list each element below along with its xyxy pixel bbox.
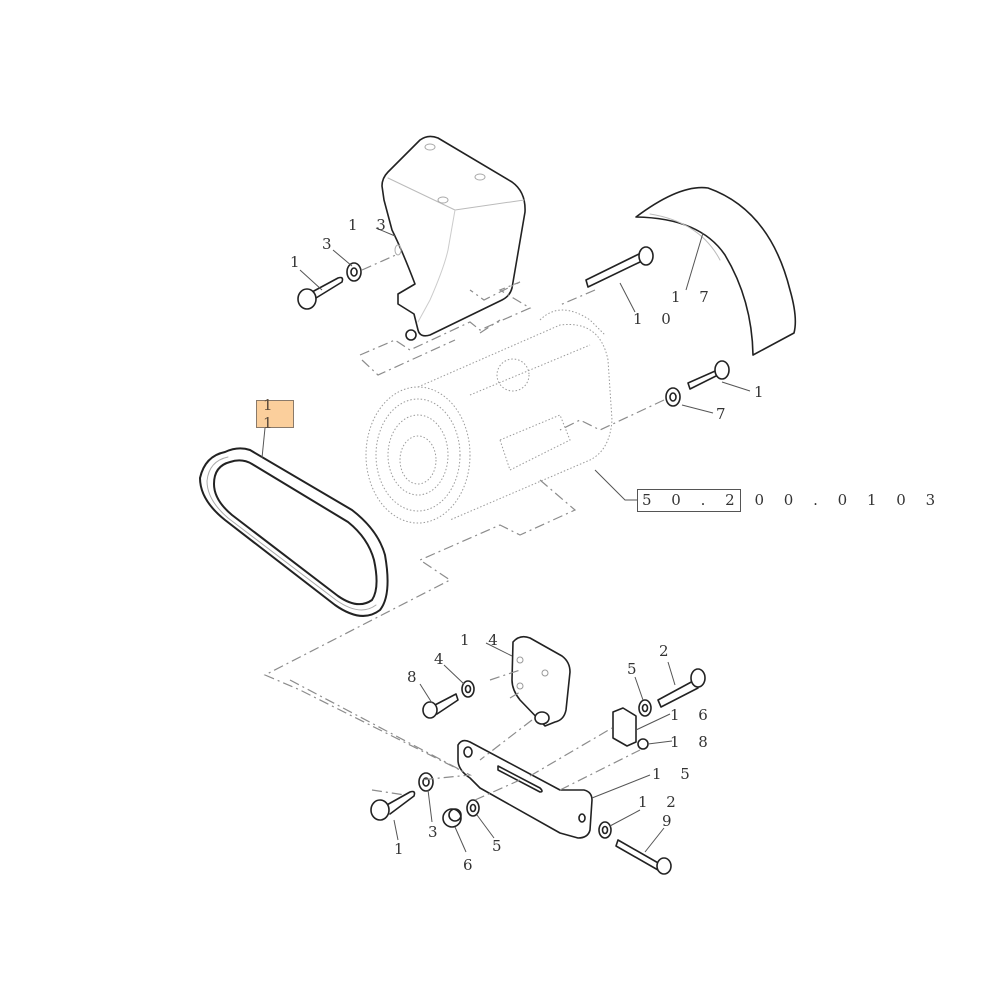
callout-5-top[interactable]: 5 bbox=[627, 660, 644, 678]
callout-16[interactable]: 1 6 bbox=[670, 706, 715, 724]
block-part-16[interactable] bbox=[612, 707, 637, 747]
bolt-part-9[interactable] bbox=[615, 839, 672, 875]
callout-12[interactable]: 1 2 bbox=[638, 793, 683, 811]
washer-part-3-bottom[interactable] bbox=[418, 772, 434, 792]
callout-1-bottom[interactable]: 1 bbox=[394, 840, 411, 858]
callout-13[interactable]: 1 3 bbox=[348, 216, 393, 234]
spacer-part-6[interactable] bbox=[442, 808, 462, 828]
bolt-part-1-right[interactable] bbox=[687, 360, 730, 390]
washer-part-5-bottom[interactable] bbox=[466, 799, 480, 817]
callout-2[interactable]: 2 bbox=[659, 642, 676, 660]
bolt-part-1-top[interactable] bbox=[297, 276, 344, 310]
washer-part-4[interactable] bbox=[461, 680, 475, 698]
compressor-reference[interactable] bbox=[365, 309, 613, 524]
bolt-part-2[interactable] bbox=[657, 668, 706, 708]
callout-3-bottom[interactable]: 3 bbox=[428, 823, 445, 841]
guard-part-17[interactable] bbox=[635, 186, 797, 356]
long-bolt-part-10[interactable] bbox=[585, 246, 654, 288]
bolt-part-8[interactable] bbox=[422, 693, 459, 719]
upper-bracket-part-13[interactable] bbox=[381, 135, 526, 341]
callout-1-top[interactable]: 1 bbox=[290, 253, 307, 271]
reference-link-box bbox=[637, 489, 741, 512]
callout-9[interactable]: 9 bbox=[662, 812, 679, 830]
callout-7[interactable]: 7 bbox=[716, 405, 733, 423]
washer-part-3-top[interactable] bbox=[346, 262, 362, 282]
callout-1-right[interactable]: 1 bbox=[754, 383, 771, 401]
callout-17[interactable]: 1 7 bbox=[671, 288, 716, 306]
washer-part-7[interactable] bbox=[665, 387, 681, 407]
nut-part-18[interactable] bbox=[637, 738, 649, 750]
lower-bracket-part-15[interactable] bbox=[457, 739, 593, 839]
callout-14[interactable]: 1 4 bbox=[460, 631, 505, 649]
callout-18[interactable]: 1 8 bbox=[670, 733, 715, 751]
drive-belt-part-11[interactable] bbox=[199, 447, 389, 617]
washer-part-12[interactable] bbox=[598, 821, 612, 839]
callout-5-bottom[interactable]: 5 bbox=[492, 837, 509, 855]
callout-8[interactable]: 8 bbox=[407, 668, 424, 686]
callout-11-highlighted[interactable]: 1 1 bbox=[256, 396, 294, 432]
reference-link[interactable]: 5 0 . 2 0 0 . 0 1 0 3 bbox=[642, 491, 943, 509]
bolt-part-1-bottom[interactable] bbox=[370, 790, 416, 821]
washer-part-5-top[interactable] bbox=[638, 699, 652, 717]
callout-15[interactable]: 1 5 bbox=[652, 765, 697, 783]
callout-10[interactable]: 1 0 bbox=[633, 310, 678, 328]
callout-6[interactable]: 6 bbox=[463, 856, 480, 874]
plate-part-14[interactable] bbox=[511, 635, 571, 727]
callout-3-top[interactable]: 3 bbox=[322, 235, 339, 253]
callout-4[interactable]: 4 bbox=[434, 650, 451, 668]
